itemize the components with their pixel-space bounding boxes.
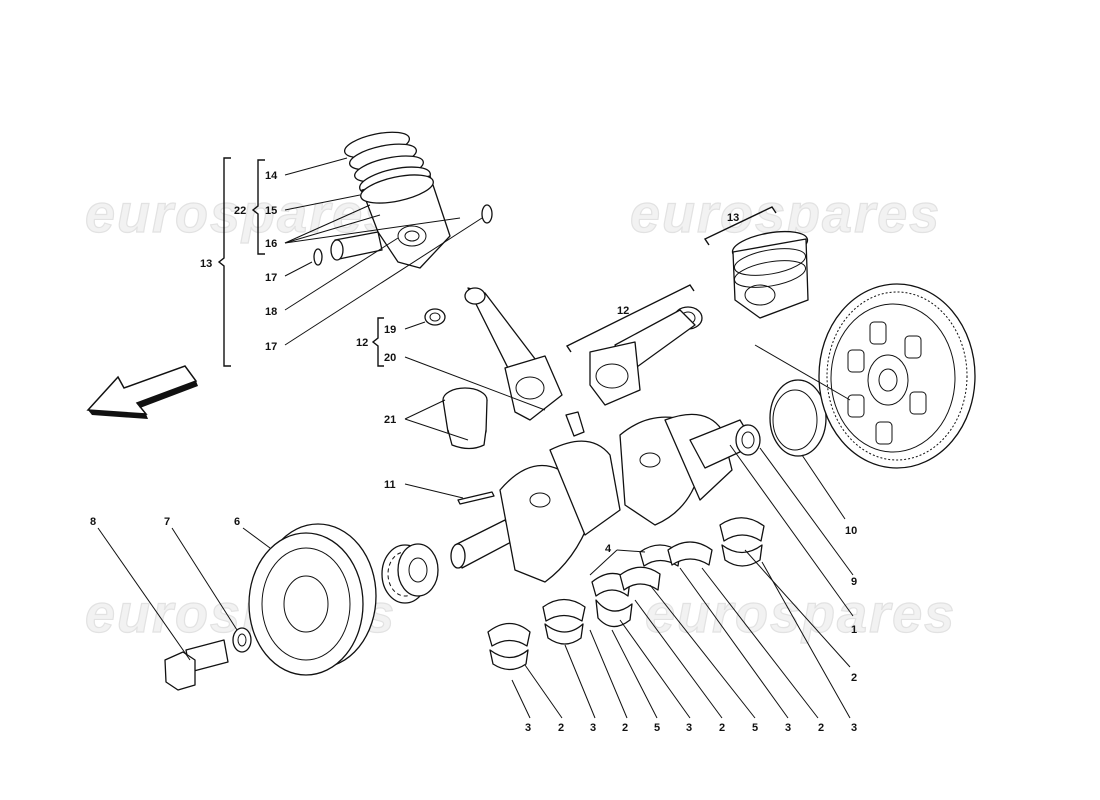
piston-assembly-left bbox=[313, 131, 493, 269]
connecting-rod-left bbox=[424, 287, 585, 450]
label-6: 6 bbox=[234, 516, 240, 528]
label-bottom-9: 3 bbox=[785, 722, 791, 734]
label-bottom-8: 5 bbox=[752, 722, 758, 734]
label-3-right: 3 bbox=[851, 722, 857, 734]
flywheel bbox=[818, 283, 976, 469]
label-bottom-7: 2 bbox=[719, 722, 725, 734]
connecting-rod-right bbox=[589, 306, 703, 406]
bearing-shells bbox=[487, 517, 765, 671]
label-17-lower: 17 bbox=[265, 341, 277, 353]
piston-assembly-right bbox=[731, 230, 809, 319]
rear-seal-ring bbox=[769, 379, 827, 457]
label-bottom-5: 5 bbox=[654, 722, 660, 734]
label-13-bracket: 13 bbox=[200, 258, 212, 270]
label-18: 18 bbox=[265, 306, 277, 318]
label-2-right: 2 bbox=[851, 672, 857, 684]
label-10: 10 bbox=[845, 525, 857, 537]
label-bottom-3: 3 bbox=[590, 722, 596, 734]
label-12-bracket: 12 bbox=[356, 337, 368, 349]
brackets bbox=[217, 157, 777, 367]
label-bottom-6: 3 bbox=[686, 722, 692, 734]
label-bottom-4: 2 bbox=[622, 722, 628, 734]
woodruff-key bbox=[457, 491, 495, 505]
label-19: 19 bbox=[384, 324, 396, 336]
oil-seal bbox=[735, 424, 761, 456]
label-14: 14 bbox=[265, 170, 278, 182]
label-20: 20 bbox=[384, 352, 396, 364]
bolt bbox=[164, 639, 229, 691]
label-1: 1 bbox=[851, 624, 857, 636]
watermark-top-left: eurospares bbox=[85, 184, 396, 244]
label-7: 7 bbox=[164, 516, 170, 528]
watermark-bottom-right: eurospares bbox=[645, 584, 956, 644]
washer bbox=[232, 627, 252, 653]
label-8: 8 bbox=[90, 516, 96, 528]
label-9: 9 bbox=[851, 576, 857, 588]
crankshaft-pulley bbox=[248, 523, 377, 676]
label-21: 21 bbox=[384, 414, 396, 426]
label-15: 15 bbox=[265, 205, 277, 217]
front-direction-arrow-icon bbox=[86, 365, 198, 419]
label-bottom-2: 2 bbox=[558, 722, 564, 734]
label-13-right: 13 bbox=[727, 212, 739, 224]
label-11: 11 bbox=[384, 479, 396, 491]
timing-sprocket bbox=[381, 543, 439, 604]
label-bottom-1: 3 bbox=[525, 722, 531, 734]
label-4: 4 bbox=[605, 543, 612, 555]
leader-lines bbox=[97, 157, 854, 719]
watermark-top-right: eurospares bbox=[630, 184, 941, 244]
label-bottom-10: 2 bbox=[818, 722, 824, 734]
label-22-bracket: 22 bbox=[234, 205, 246, 217]
label-16: 16 bbox=[265, 238, 277, 250]
part-labels: 13 22 14 15 16 17 18 17 12 19 20 21 13 1… bbox=[90, 170, 857, 734]
label-17-upper: 17 bbox=[265, 272, 277, 284]
label-12-right: 12 bbox=[617, 305, 629, 317]
